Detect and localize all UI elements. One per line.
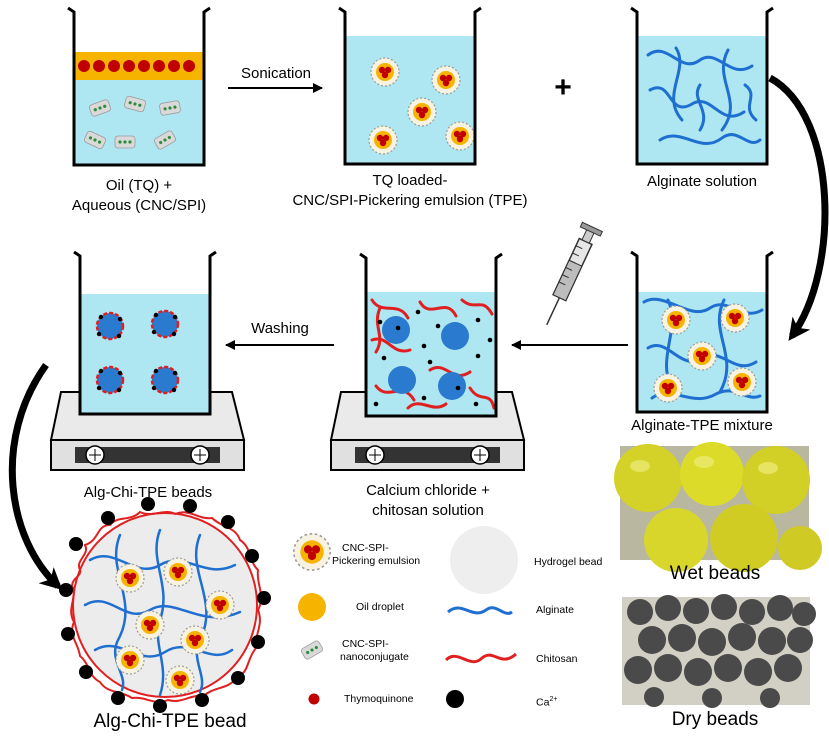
legend-calcium: Ca2+ [536, 693, 557, 710]
sonication-label: Sonication [240, 65, 312, 82]
beaker-emulsion [338, 6, 482, 166]
dry-beads-photo [622, 594, 816, 708]
wet-beads-photo [614, 442, 822, 572]
legend-oil-droplet: Oil droplet [356, 601, 404, 613]
washing-label: Washing [251, 320, 309, 337]
legend-pickering-1: CNC-SPI- [342, 542, 389, 554]
curved-arrow-icon [768, 74, 829, 341]
calcium-swatch [446, 690, 464, 708]
oil-droplet-swatch [298, 593, 326, 621]
oil-aqueous-label-2: Aqueous (CNC/SPI) [71, 197, 207, 214]
beaker-beads [73, 250, 217, 416]
plus-sign: + [554, 71, 572, 104]
legend-hydrogel: Hydrogel bead [534, 556, 603, 568]
tpe-label-1: TQ loaded- [372, 172, 448, 189]
legend-chitosan: Chitosan [536, 653, 578, 665]
beads-label: Alg-Chi-TPE beads [83, 484, 213, 501]
oil-aqueous-label-1: Oil (TQ) + [105, 177, 173, 194]
legend-pickering-2: Pickering emulsion [332, 555, 421, 567]
beaker-calcium [359, 252, 503, 418]
legend-calcium-symbol: Ca [536, 696, 550, 709]
dry-beads-label: Dry beads [671, 709, 759, 730]
beaker-oil-aqueous [67, 6, 211, 167]
bead-title: Alg-Chi-TPE bead [93, 711, 247, 732]
alginate-solution-label: Alginate solution [646, 173, 758, 190]
beaker-mixture [630, 250, 774, 414]
calcium-label-1: Calcium chloride + [366, 482, 490, 499]
syringe-icon [546, 221, 604, 326]
legend-alginate: Alginate [536, 604, 574, 616]
thymoquinone-swatch [308, 693, 320, 705]
chitosan-swatch [444, 652, 517, 664]
legend-nanoconj-2: nanoconjugate [340, 651, 409, 663]
hydrogel-swatch [450, 526, 518, 594]
beaker-alginate [630, 6, 774, 166]
legend-nanoconj-1: CNC-SPI- [342, 638, 389, 650]
legend-calcium-charge: 2+ [549, 696, 558, 703]
curved-arrow-icon [8, 362, 63, 591]
alg-chi-tpe-bead [59, 497, 271, 713]
mixture-label: Alginate-TPE mixture [631, 417, 773, 434]
tpe-label-2: CNC/SPI-Pickering emulsion (TPE) [292, 192, 528, 209]
wet-beads-label: Wet beads [669, 563, 761, 584]
calcium-label-2: chitosan solution [372, 502, 484, 519]
legend-thymoquinone: Thymoquinone [344, 693, 414, 705]
alginate-swatch [447, 606, 513, 615]
legend [293, 526, 518, 708]
